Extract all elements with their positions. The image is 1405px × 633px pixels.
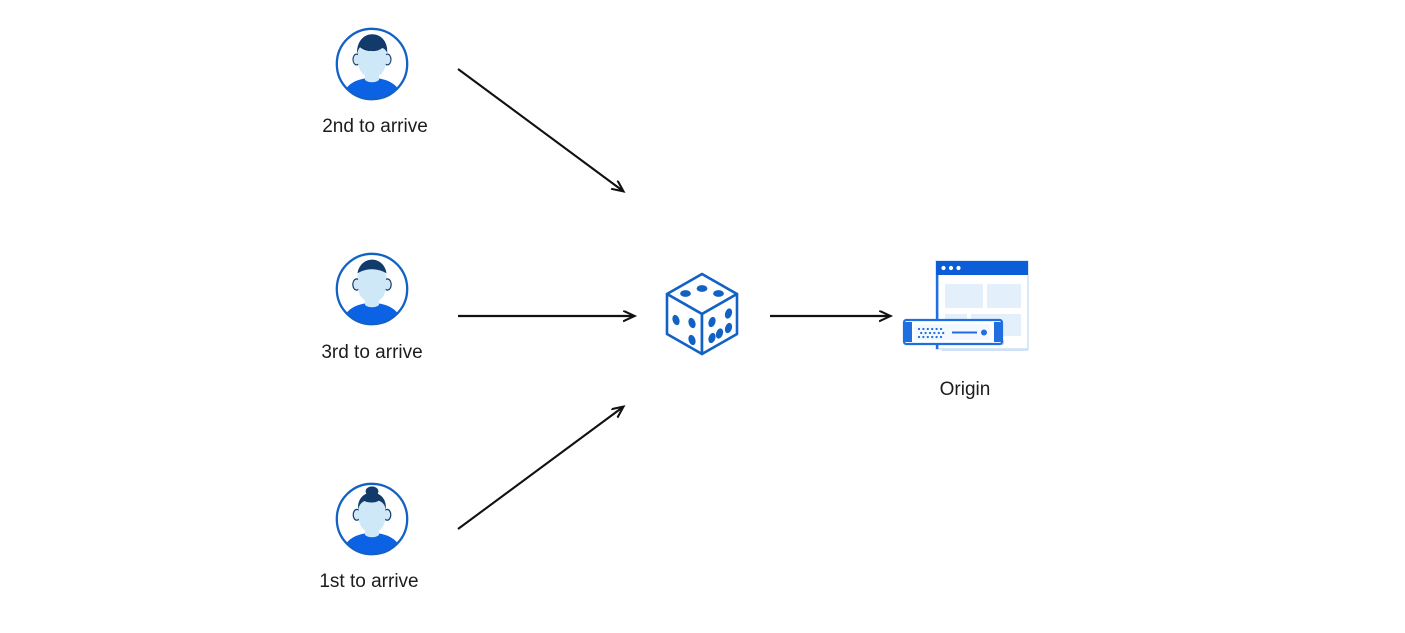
user-avatar-icon [335,252,409,326]
client-label-2nd: 2nd to arrive [322,116,428,137]
user-avatar-icon [335,27,409,101]
dice-left-pips [672,314,696,346]
client-node-2nd[interactable] [334,26,410,102]
server-ports-icon [917,327,945,339]
origin-label: Origin [939,379,991,400]
browser-dots-icon [941,265,961,271]
client-label-3rd: 3rd to arrive [321,342,423,363]
dice-cube-icon [665,272,739,356]
dice-right-pips [708,308,733,344]
arrow-1st-to-dice [457,407,623,530]
origin-node[interactable] [898,258,1032,358]
user-avatar-icon [335,482,409,556]
random-selector-node[interactable] [661,270,743,358]
server-led-icon [981,329,987,336]
origin-server-browser-icon [902,260,1029,351]
dice-top-pips [680,285,724,297]
client-node-1st[interactable] [334,481,410,557]
server-device-icon [902,318,1004,346]
client-label-1st: 1st to arrive [319,571,419,592]
client-node-3rd[interactable] [334,251,410,327]
